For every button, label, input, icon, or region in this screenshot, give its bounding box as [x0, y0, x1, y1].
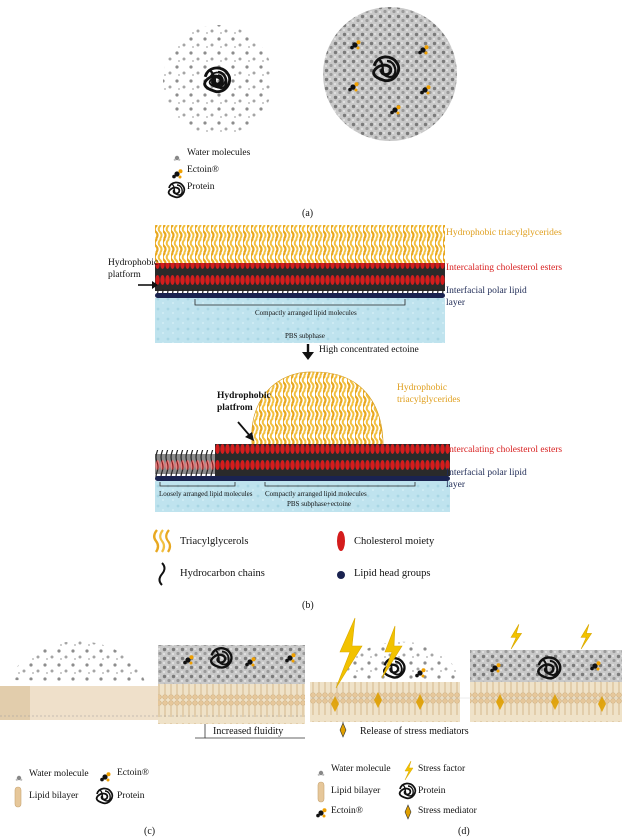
top-compactly-arranged-label: Compactly arranged lipid molecules: [255, 309, 357, 317]
cholesterol-moiety-icon: [337, 531, 345, 551]
legend-d-lipid-bilayer: Lipid bilayer: [331, 786, 381, 796]
legend-c-lipid-bilayer: Lipid bilayer: [29, 791, 79, 801]
top-subphase-label: PBS subphase: [285, 332, 325, 340]
release-stress-mediators-label: Release of stress mediators: [360, 726, 469, 737]
ectoin-icon: [316, 808, 327, 818]
panel-a-label: (a): [302, 208, 314, 219]
legend-c-protein: Protein: [117, 791, 145, 801]
panel-c-label: (c): [144, 826, 156, 837]
protein-icon: [398, 782, 417, 800]
down-arrow-icon: [302, 344, 314, 360]
stress-factor-icon: [404, 760, 414, 781]
legend-protein: Protein: [187, 182, 215, 192]
legend-triacylglycerols: Triacylglycerols: [180, 536, 249, 547]
top-intercalating-cholesterol-esters-label: Intercalating cholesterol esters: [446, 263, 563, 273]
legend-lipid-head-groups: Lipid head groups: [354, 568, 431, 579]
protein-icon: [95, 787, 114, 805]
top-platform-arrow-icon: [138, 281, 158, 289]
bottom-loosely-arranged-label: Loosely arranged lipid molecules: [159, 490, 253, 498]
stress-mediator-icon: [404, 804, 412, 820]
bottom-intercalating-cholesterol-esters-label: Intercalating cholesterol esters: [446, 445, 563, 455]
legend-d-stress-factor: Stress factor: [418, 764, 466, 774]
legend-d-ectoin: Ectoin®: [331, 806, 364, 816]
legend-hydrocarbon-chains: Hydrocarbon chains: [180, 568, 265, 579]
panel-b-label: (b): [302, 600, 314, 611]
bottom-hydrophobic-platform-label: Hydrophobic platfrom: [217, 391, 271, 413]
panel-a-right-water-cluster: [323, 7, 457, 141]
panel-b-top-monolayer: [155, 225, 445, 343]
high-concentrated-ectoine-label: High concentrated ectoine: [319, 345, 419, 355]
lipid-head-groups-icon: [337, 571, 345, 579]
bottom-hydrophobic-triacylglycerides-label: Hydrophobic triacylglycerides: [397, 383, 461, 405]
water-molecule-icon: [317, 770, 325, 776]
protein-icon: [167, 181, 186, 199]
bottom-platform-arrow-icon: [237, 421, 254, 441]
triacylglycerols-icon: [153, 529, 172, 553]
top-hydrophobic-triacylglycerides-label: Hydrophobic triacylglycerides: [446, 228, 562, 238]
panel-d-scene: [310, 617, 622, 738]
panel-c-scene: [0, 641, 305, 739]
legend-d-water: Water molecule: [331, 764, 391, 774]
hydrocarbon-chains-icon: [158, 562, 166, 586]
panel-b-bottom-monolayer: [155, 371, 450, 512]
legend-d-protein: Protein: [418, 786, 446, 796]
legend-water-molecules: Water molecules: [187, 148, 251, 158]
bottom-subphase-label: PBS subphase+ectoine: [287, 500, 352, 508]
panel-a-left-water-cluster: [163, 25, 273, 135]
ectoin-icon: [172, 169, 183, 179]
top-interfacial-polar-lipid-layer-label: Interfacial polar lipid layer: [446, 286, 527, 308]
legend-c-water: Water molecule: [29, 769, 89, 779]
water-molecules-icon: [173, 155, 181, 161]
legend-c-ectoin: Ectoin®: [117, 768, 150, 778]
legend-d-stress-mediator: Stress mediator: [418, 806, 477, 816]
water-molecule-icon: [15, 775, 23, 781]
bottom-interfacial-polar-lipid-layer-label: Interfacial polar lipid layer: [446, 468, 527, 490]
top-hydrophobic-platform-label: Hydrophobic platform: [108, 258, 159, 280]
increased-fluidity-label: Increased fluidity: [213, 726, 284, 737]
legend-cholesterol-moiety: Cholesterol moiety: [354, 536, 435, 547]
bottom-compactly-arranged-label: Compactly arranged lipid molecules: [265, 490, 367, 498]
lipid-bilayer-icon: [317, 781, 325, 803]
lipid-bilayer-icon: [14, 786, 22, 808]
legend-ectoin: Ectoin®: [187, 165, 220, 175]
panel-d-label: (d): [458, 826, 470, 837]
ectoin-icon: [100, 772, 111, 782]
